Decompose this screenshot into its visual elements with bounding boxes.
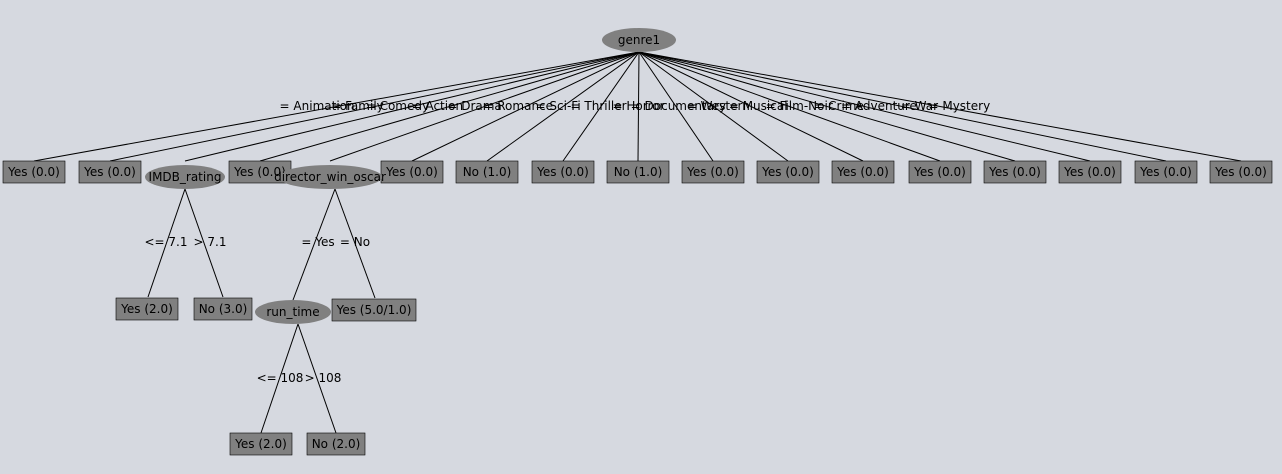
leaf-label: Yes (0.0) — [836, 165, 889, 179]
leaf-node[interactable]: Yes (0.0) — [2, 160, 66, 184]
leaf-node[interactable]: Yes (0.0) — [228, 160, 292, 184]
edge-label-genre-14: = Adventure — [841, 99, 917, 113]
leaf-label: No (2.0) — [312, 437, 361, 451]
edge-genre-1 — [109, 51, 640, 162]
leaf-node[interactable]: No (1.0) — [606, 160, 670, 184]
leaf-label: No (1.0) — [463, 165, 512, 179]
edge-oscar-1 — [334, 188, 376, 299]
edge-runtime-0 — [260, 323, 299, 434]
edge-genre-8 — [637, 51, 640, 162]
edge-runtime-1 — [297, 323, 337, 434]
edge-imdb-0 — [147, 188, 186, 298]
leaf-label: Yes (2.0) — [120, 302, 173, 316]
edge-label-genre-0: = Animation — [280, 99, 355, 113]
edge-label-genre-13: = Crime — [814, 99, 864, 113]
leaf-node[interactable]: No (2.0) — [306, 432, 366, 456]
leaf-label: No (1.0) — [614, 165, 663, 179]
edge-label-genre-12: = Film-Noir — [766, 99, 833, 113]
leaf-label: Yes (0.0) — [536, 165, 589, 179]
edge-label-oscar-1: = No — [340, 235, 370, 249]
leaf-node[interactable]: Yes (2.0) — [229, 432, 293, 456]
leaf-node[interactable]: Yes (0.0) — [1134, 160, 1198, 184]
leaf-node[interactable]: Yes (0.0) — [1209, 160, 1273, 184]
leaf-label: Yes (0.0) — [7, 165, 60, 179]
node-run-time[interactable]: run_time — [255, 300, 331, 324]
edge-imdb-1 — [184, 188, 224, 298]
edge-genre-15 — [638, 51, 1167, 162]
edge-genre-0 — [33, 51, 640, 162]
leaf-label: Yes (2.0) — [234, 437, 287, 451]
edge-genre-16 — [638, 51, 1242, 162]
node-label: genre1 — [618, 33, 660, 47]
leaf-node[interactable]: Yes (0.0) — [1058, 160, 1122, 184]
leaf-label: Yes (0.0) — [1139, 165, 1192, 179]
edge-label-genre-7: = Thriller — [571, 99, 627, 113]
edge-label-genre-2: = Comedy — [366, 99, 429, 113]
edge-genre-6 — [486, 51, 640, 162]
edge-oscar-0 — [292, 188, 336, 301]
edge-genre-11 — [638, 51, 864, 162]
edge-label-genre-4: = Drama — [447, 99, 501, 113]
edge-label-genre-8: = Horror — [613, 99, 665, 113]
leaf-node[interactable]: Yes (2.0) — [115, 297, 179, 321]
leaf-node[interactable]: Yes (0.0) — [380, 160, 444, 184]
edge-genre-7 — [562, 51, 640, 162]
edge-genre-5 — [411, 51, 640, 162]
leaf-label: Yes (0.0) — [761, 165, 814, 179]
leaf-node[interactable]: Yes (0.0) — [78, 160, 142, 184]
edge-label-oscar-0: = Yes — [301, 235, 334, 249]
leaf-label: No (3.0) — [199, 302, 248, 316]
edge-label-imdb-0: <= 7.1 — [144, 235, 187, 249]
node-imdb-rating[interactable]: IMDB_rating — [145, 165, 225, 189]
edge-genre-4 — [329, 51, 640, 162]
leaf-node[interactable]: Yes (0.0) — [681, 160, 745, 184]
leaf-label: Yes (0.0) — [83, 165, 136, 179]
leaf-label: Yes (0.0) — [686, 165, 739, 179]
node-label: run_time — [266, 305, 319, 319]
edge-genre-13 — [638, 51, 1016, 162]
edge-label-genre-6: = Sci-Fi — [536, 99, 581, 113]
edge-label-genre-1: = Family — [331, 99, 383, 113]
edge-label-genre-15: = War — [901, 99, 938, 113]
leaf-label: Yes (0.0) — [385, 165, 438, 179]
edge-genre-12 — [638, 51, 941, 162]
node-label: IMDB_rating — [149, 170, 222, 184]
edge-genre-3 — [259, 51, 640, 162]
leaf-node[interactable]: Yes (0.0) — [756, 160, 820, 184]
leaf-node[interactable]: Yes (5.0/1.0) — [331, 298, 417, 322]
leaf-label: Yes (0.0) — [233, 165, 286, 179]
edge-label-genre-9: = Documentary — [631, 99, 726, 113]
edge-label-genre-11: = Musical — [729, 99, 788, 113]
edge-label-runtime-0: <= 108 — [257, 371, 304, 385]
node-label: director_win_oscar — [274, 170, 386, 184]
node-director-win-oscar[interactable]: director_win_oscar — [274, 165, 386, 189]
leaf-node[interactable]: No (1.0) — [455, 160, 519, 184]
root-node-genre1[interactable]: genre1 — [602, 28, 676, 52]
leaf-node[interactable]: Yes (0.0) — [908, 160, 972, 184]
edge-label-genre-5: = Romance — [483, 99, 553, 113]
leaf-node[interactable]: Yes (0.0) — [983, 160, 1047, 184]
leaf-label: Yes (5.0/1.0) — [336, 303, 412, 317]
leaf-label: Yes (0.0) — [1214, 165, 1267, 179]
leaf-node[interactable]: Yes (0.0) — [531, 160, 595, 184]
edge-label-genre-16: = Mystery — [928, 99, 990, 113]
leaf-node[interactable]: Yes (0.0) — [831, 160, 895, 184]
edge-label-genre-3: = Action — [412, 99, 463, 113]
leaf-label: Yes (0.0) — [988, 165, 1041, 179]
edge-label-imdb-1: > 7.1 — [194, 235, 227, 249]
leaf-node[interactable]: No (3.0) — [193, 297, 253, 321]
edge-label-genre-10: = Western — [687, 99, 750, 113]
edge-genre-14 — [638, 51, 1091, 162]
edge-genre-10 — [638, 51, 789, 162]
edge-genre-9 — [638, 51, 714, 162]
edge-genre-2 — [184, 51, 640, 162]
leaf-label: Yes (0.0) — [913, 165, 966, 179]
leaf-label: Yes (0.0) — [1063, 165, 1116, 179]
edge-label-runtime-1: > 108 — [305, 371, 342, 385]
